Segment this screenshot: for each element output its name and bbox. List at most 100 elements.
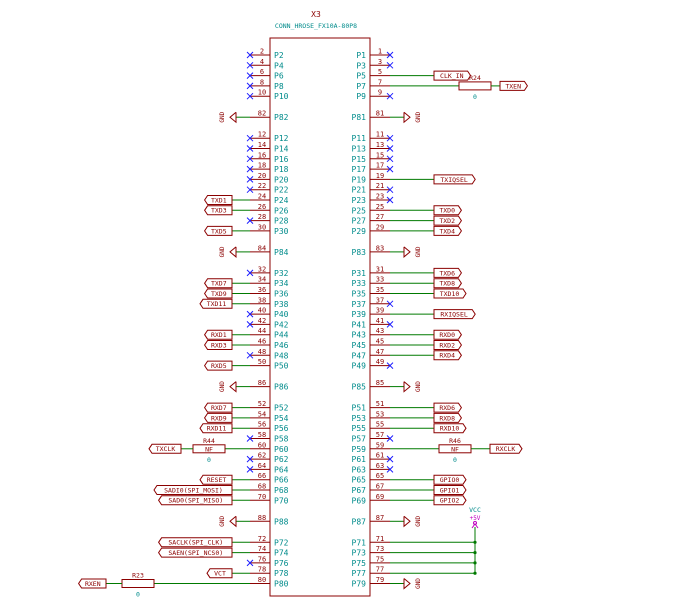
component-ref: X3 — [311, 10, 321, 19]
pin-p74-name: P74 — [274, 549, 289, 558]
pin-p78-net-label-box — [206, 568, 233, 579]
pin-p35-net-label-box — [433, 288, 467, 299]
pin-p31-name: P31 — [352, 269, 367, 278]
pin-p72-net-label: SACLK(SPI_CLK) — [168, 539, 223, 547]
pin-p7-resistor-sub: 0 — [473, 93, 477, 101]
pin-p79-name: P79 — [352, 580, 367, 589]
pin-p41-name: P41 — [352, 320, 367, 329]
pin-p60-resistor-ref: R44 — [203, 437, 215, 445]
pin-p80-resistor-sub: 0 — [136, 591, 140, 599]
pin-p45-number: 45 — [376, 338, 384, 346]
pin-p36-name: P36 — [274, 290, 289, 299]
pin-p69-number: 69 — [376, 493, 384, 501]
pin-p28-name: P28 — [274, 217, 289, 226]
pin-p60-number: 60 — [258, 441, 266, 449]
pin-p34-net-label: TXD7 — [211, 280, 227, 288]
pin-p59-net-label-box — [489, 443, 523, 454]
pin-p59-resistor-val: NF — [451, 445, 459, 453]
pin-p48-name: P48 — [274, 351, 289, 360]
pin-p69-net-label: GPIO2 — [440, 497, 460, 505]
pin-p39-net-label-box — [433, 309, 476, 320]
component-value: CONN_HROSE_FX10A-80P8 — [275, 22, 357, 30]
pin-p21-name: P21 — [352, 186, 367, 195]
pin-p56-net-label-box — [199, 423, 233, 434]
pin-p33-number: 33 — [376, 276, 384, 284]
pin-p4-name: P4 — [274, 61, 284, 70]
pin-p17-nc-icon-b — [386, 165, 394, 173]
pin-p5-net-label: CLK_IN — [440, 72, 464, 80]
pin-p30-name: P30 — [274, 227, 289, 236]
pin-p37-name: P37 — [352, 300, 367, 309]
pin-p7-resistor — [458, 81, 492, 91]
pin-p44-net-label: RXD1 — [211, 331, 227, 339]
pin-p17-number: 17 — [376, 162, 384, 170]
pin-p43-name: P43 — [352, 331, 367, 340]
pin-p84-name: P84 — [274, 248, 289, 257]
pin-p70-net-label-box — [157, 495, 233, 506]
pin-p85-gnd-icon — [403, 381, 411, 393]
pin-p21-number: 21 — [376, 182, 384, 190]
pin-p51-name: P51 — [352, 404, 367, 413]
pin-p53-net-label: RXD8 — [439, 414, 455, 422]
pin-p61-name: P61 — [352, 455, 367, 464]
pin-p51-number: 51 — [376, 400, 384, 408]
pin-p38-net-label-box — [199, 298, 233, 309]
pin-p23-nc-icon-b — [386, 196, 394, 204]
pin-p72-number: 72 — [258, 535, 266, 543]
pin-p16-name: P16 — [274, 155, 289, 164]
pin-p2-name: P2 — [274, 51, 284, 60]
pin-p56-name: P56 — [274, 424, 289, 433]
pin-p81-number: 81 — [376, 110, 384, 118]
pin-p81-gnd-icon — [403, 111, 411, 124]
pin-p46-net-label: RXD3 — [211, 341, 227, 349]
pin-p34-number: 34 — [258, 276, 266, 284]
pin-p52-number: 52 — [258, 400, 266, 408]
pin-p56-number: 56 — [258, 421, 266, 429]
pin-p83-gnd-label: GND — [415, 246, 422, 257]
pin-p77-junction — [473, 571, 477, 575]
pin-p25-net-label-box — [433, 205, 463, 216]
pin-p10-number: 10 — [258, 89, 266, 97]
pin-p67-name: P67 — [352, 486, 367, 495]
pin-p70-net-label: SAD0(SPI_MISO) — [168, 497, 223, 505]
pin-p27-net-label-box — [433, 215, 463, 226]
pin-p3-number: 3 — [378, 58, 382, 66]
pin-p31-number: 31 — [376, 265, 384, 273]
pin-p48-nc-icon-b — [246, 351, 254, 359]
pin-p67-number: 67 — [376, 483, 384, 491]
pin-p80-resistor — [121, 579, 155, 588]
pin-p44-net-label-box — [203, 329, 233, 340]
pin-p61-nc-icon-b — [386, 455, 394, 463]
pin-p25-number: 25 — [376, 203, 384, 211]
pin-p86-name: P86 — [274, 383, 289, 392]
pin-p43-number: 43 — [376, 327, 384, 335]
pin-p5-name: P5 — [356, 72, 366, 81]
pin-p67-net-label: GPIO1 — [440, 486, 460, 494]
pin-p42-name: P42 — [274, 320, 289, 329]
pin-p10-name: P10 — [274, 92, 289, 101]
pin-p68-net-label-box — [153, 485, 233, 495]
pin-p88-gnd-label: GND — [219, 515, 226, 526]
pin-p6-number: 6 — [260, 68, 264, 76]
pin-p37-nc-icon-b — [386, 300, 394, 308]
pin-p26-number: 26 — [258, 203, 266, 211]
pin-p7-number: 7 — [378, 78, 382, 86]
pin-p19-number: 19 — [376, 172, 384, 180]
pin-p80-name: P80 — [274, 580, 289, 589]
pin-p50-name: P50 — [274, 362, 289, 371]
pin-p10-nc-icon-b — [246, 92, 254, 100]
pin-p52-net-label: RXD7 — [211, 404, 227, 412]
pin-p52-net-label-box — [203, 402, 233, 413]
pin-p59-name: P59 — [352, 445, 367, 454]
pin-p53-number: 53 — [376, 410, 384, 418]
vcc-sub: +5V — [470, 515, 481, 522]
pin-p33-name: P33 — [352, 279, 367, 288]
pin-p36-net-label: TXD9 — [211, 290, 227, 298]
pin-p13-name: P13 — [352, 145, 367, 154]
pin-p3-name: P3 — [356, 61, 366, 70]
pin-p2-number: 2 — [260, 48, 264, 56]
pin-p78-net-label: VCT — [214, 570, 226, 578]
pin-p43-net-label: RXD0 — [439, 331, 455, 339]
pin-p31-net-label: TXD6 — [439, 269, 455, 277]
connector-body — [269, 37, 371, 597]
